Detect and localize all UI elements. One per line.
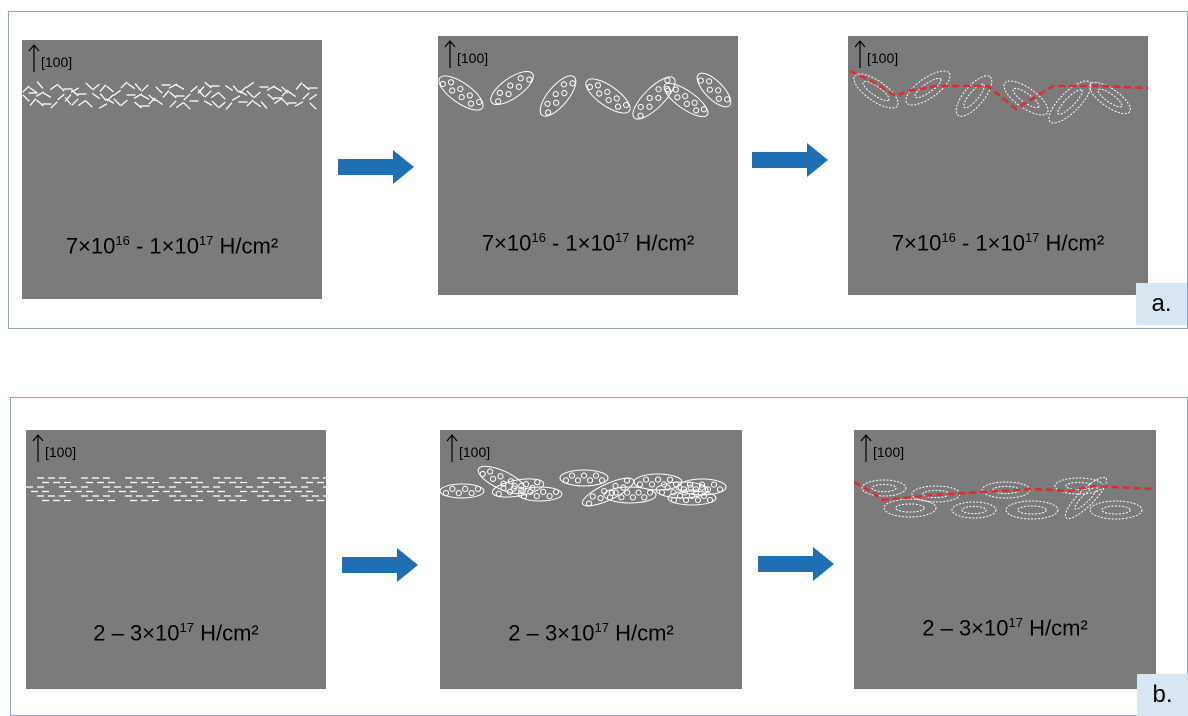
step-arrow-icon xyxy=(342,548,418,582)
direction-arrow-icon xyxy=(444,40,456,68)
platelet-clusters-drawing xyxy=(438,70,732,120)
direction-label: [100] xyxy=(459,444,491,460)
direction-label: [100] xyxy=(457,50,489,66)
panel-b1: [100] 2 – 3×1017 H/cm² xyxy=(26,430,326,689)
direction-arrow-icon xyxy=(28,44,40,72)
direction-label: [100] xyxy=(45,444,77,460)
group-a-tag: a. xyxy=(1136,283,1187,325)
panel-a1: [100] 7×1016 - 1×1017 H/cm² xyxy=(22,40,322,299)
step-arrow-icon xyxy=(752,143,828,177)
panel-a3: [100] 7×1016 - 1×1017 H/cm² xyxy=(848,36,1148,295)
direction-arrow-icon xyxy=(860,434,872,462)
dose-label: 7×1016 - 1×1017 H/cm² xyxy=(481,230,695,256)
platelets-aligned-drawing xyxy=(26,477,326,502)
crack-path-drawing xyxy=(854,476,1155,520)
platelets-random-drawing xyxy=(22,81,318,110)
platelet-clusters-drawing xyxy=(440,465,727,507)
panel-b2: [100] 2 – 3×1017 H/cm² xyxy=(440,430,742,689)
dose-label: 2 – 3×1017 H/cm² xyxy=(508,620,674,646)
crack-path-drawing xyxy=(849,69,1148,124)
direction-arrow-icon xyxy=(32,434,44,462)
dose-label: 2 – 3×1017 H/cm² xyxy=(93,620,259,646)
panel-a2: [100] 7×1016 - 1×1017 H/cm² xyxy=(438,36,738,295)
dose-label: 7×1016 - 1×1017 H/cm² xyxy=(65,233,279,259)
direction-label: [100] xyxy=(873,444,905,460)
direction-arrow-icon xyxy=(854,40,866,68)
dose-label: 7×1016 - 1×1017 H/cm² xyxy=(891,230,1105,256)
group-b-tag: b. xyxy=(1137,674,1188,716)
dose-label: 2 – 3×1017 H/cm² xyxy=(922,615,1088,641)
direction-label: [100] xyxy=(41,54,73,70)
step-arrow-icon xyxy=(758,547,834,581)
step-arrow-icon xyxy=(338,150,414,184)
direction-label: [100] xyxy=(867,50,899,66)
direction-arrow-icon xyxy=(446,434,458,462)
panel-b3: [100] 2 – 3×1017 H/cm² xyxy=(854,430,1156,689)
